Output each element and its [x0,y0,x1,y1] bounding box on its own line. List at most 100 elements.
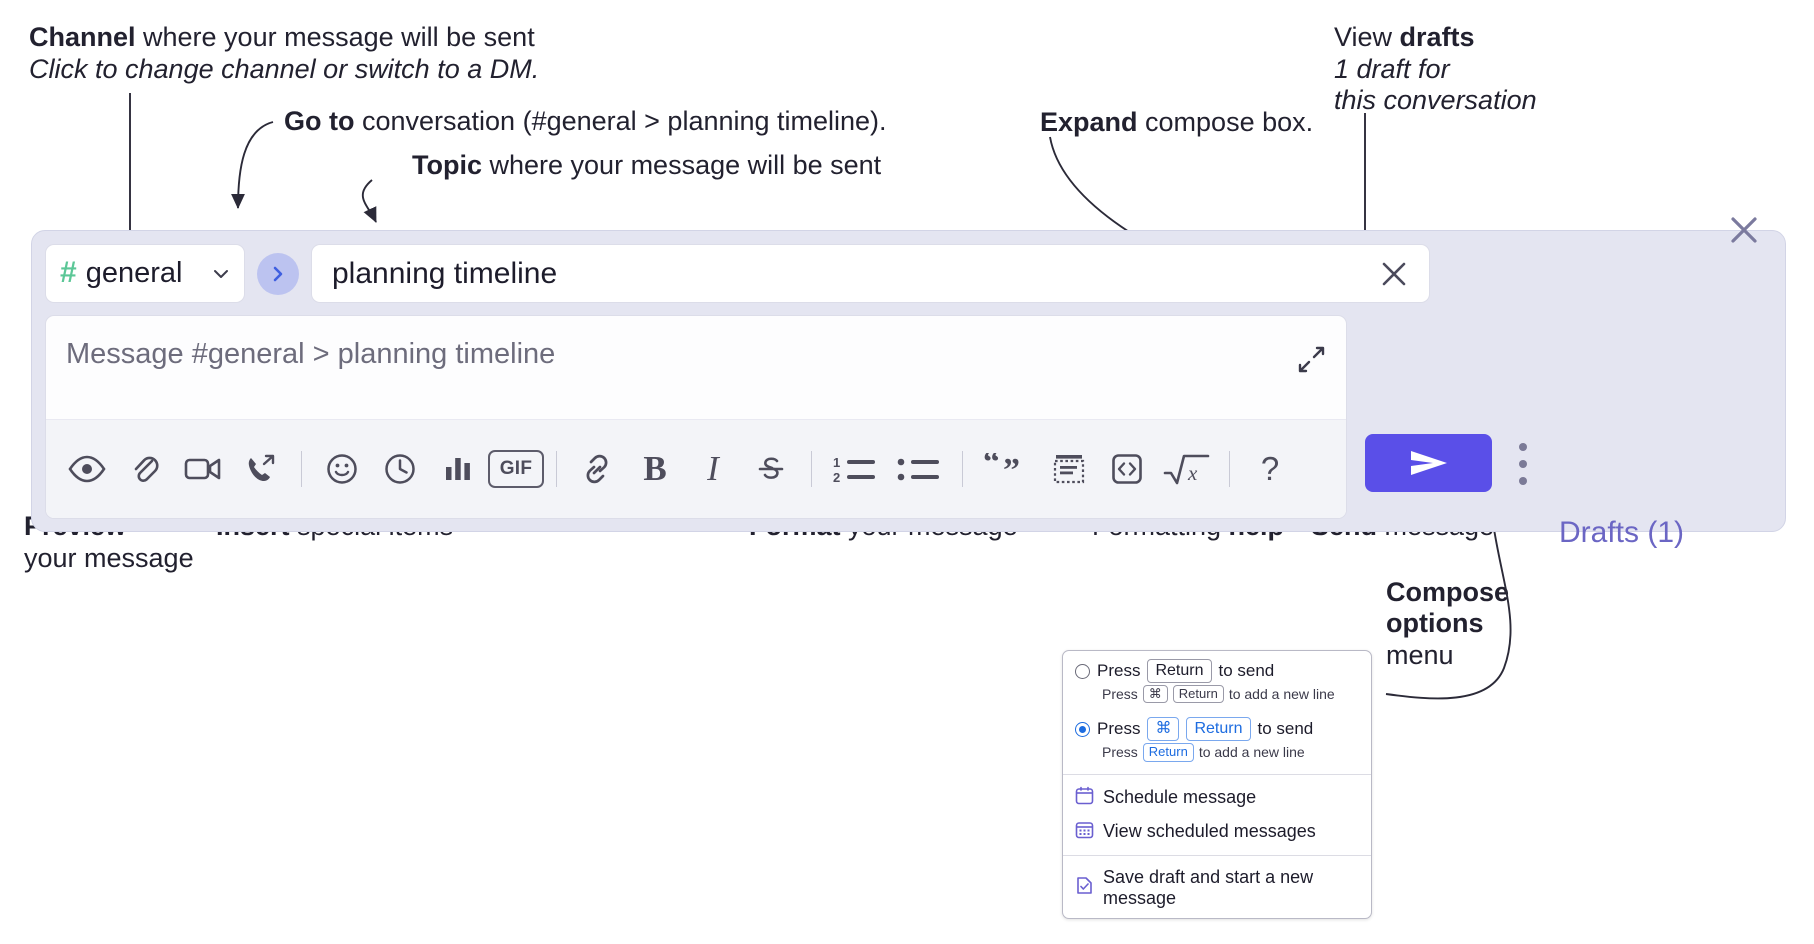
hint-pre: Press [1102,744,1138,761]
kebab-dot [1519,443,1527,451]
bold-label: B [643,449,667,488]
italic-icon[interactable]: I [684,438,742,500]
key-command: ⌘ [1142,685,1168,704]
gif-label: GIF [488,450,544,488]
annotation-compose-rest: menu [1386,639,1454,670]
key-return: Return [1147,659,1212,683]
radio-unselected-icon[interactable] [1075,663,1090,679]
menu-divider [1063,854,1371,856]
calendar-icon [1075,786,1094,810]
svg-text:”: ” [1003,453,1020,485]
annotation-compose-bold2: options [1386,608,1484,639]
menu-item-view-scheduled[interactable]: View scheduled messages [1063,815,1371,849]
help-icon[interactable]: ? [1241,438,1299,500]
key-command: ⌘ [1147,717,1180,742]
gif-icon[interactable]: GIF [487,438,545,500]
annotation-channel-bold: Channel [29,22,136,52]
option-pre: Press [1097,719,1141,739]
annotation-preview-sub: your message [24,542,194,573]
channel-name: general [85,257,183,289]
menu-item-schedule-message[interactable]: Schedule message [1063,781,1371,815]
expand-icon[interactable] [1296,344,1327,375]
message-input[interactable]: Message #general > planning timeline [46,316,1346,419]
strikethrough-icon[interactable] [742,438,800,500]
audio-call-icon[interactable] [232,438,290,500]
menu-divider [1063,773,1371,775]
code-block-icon[interactable] [1040,438,1098,500]
send-option-return-hint: Press ⌘ Return to add a new line [1063,685,1371,709]
annotation-expand-bold: Expand [1040,107,1138,137]
calendar-grid-icon [1075,820,1094,844]
toolbar-divider [962,451,963,487]
goto-conversation-button[interactable] [257,252,299,295]
topic-value: planning timeline [332,256,558,290]
italic-label: I [707,449,719,488]
annotation-compose-bold1: Compose [1386,577,1510,607]
hash-icon: # [60,255,77,289]
compose-box: # general planning timeline Message #gen… [31,217,1786,549]
menu-item-label: Save draft and start a new message [1103,866,1314,908]
link-icon[interactable] [568,438,626,500]
key-return: Return [1186,717,1251,742]
poll-icon[interactable] [429,438,487,500]
attachment-icon[interactable] [116,438,174,500]
topic-input[interactable]: planning timeline [311,244,1430,303]
annotation-goto-rest: conversation (#general > planning timeli… [354,106,887,136]
radio-selected-icon[interactable] [1075,721,1090,737]
toolbar-divider [811,451,812,487]
annotation-drafts-bold: drafts [1399,22,1475,52]
video-icon[interactable] [174,438,232,500]
svg-text:“: “ [983,453,1000,481]
send-option-return[interactable]: Press Return to send [1063,651,1371,685]
send-option-cmd-return[interactable]: Press ⌘ Return to send [1063,709,1371,743]
toolbar-divider [1229,451,1230,487]
inline-code-icon[interactable] [1098,438,1156,500]
message-box: Message #general > planning timeline [45,315,1347,519]
hint-pre: Press [1102,686,1138,703]
key-return: Return [1142,743,1194,762]
blockquote-icon[interactable]: “” [974,438,1040,500]
annotation-goto-bold: Go to [284,106,355,136]
chevron-down-icon [212,265,230,283]
bulleted-list-icon[interactable] [887,438,951,500]
send-button[interactable] [1365,434,1492,492]
option-post: to send [1218,661,1275,680]
toolbar-divider [556,451,557,487]
annotation-drafts-sub1: 1 draft for [1334,53,1450,84]
close-icon[interactable] [1727,213,1761,247]
annotation-topic: Topic where your message will be sent [412,150,881,182]
annotation-drafts: View drafts 1 draft for this conversatio… [1334,22,1537,117]
preview-icon[interactable] [58,438,116,500]
send-option-cmd-return-hint: Press Return to add a new line [1063,743,1371,767]
menu-item-label: Schedule message [1103,787,1257,807]
emoji-icon[interactable] [313,438,371,500]
compose-options-menu: Press Return to send Press ⌘ Return to a… [1062,650,1372,919]
key-return: Return [1172,685,1224,704]
option-post: to send [1257,719,1314,739]
annotation-compose-options: Compose options menu [1386,577,1509,671]
svg-text:2: 2 [833,470,840,484]
hint-post: to add a new line [1228,686,1335,703]
channel-selector[interactable]: # general [45,244,245,303]
compose-options-button[interactable] [1510,443,1536,485]
annotation-channel-sub: Click to change channel or switch to a D… [29,53,540,84]
math-icon[interactable]: x [1156,438,1218,500]
clear-topic-icon[interactable] [1379,259,1409,289]
annotation-topic-bold: Topic [412,150,482,180]
option-pre: Press [1097,661,1141,680]
kebab-dot [1519,460,1527,468]
compose-header-row: # general planning timeline [45,244,1430,303]
bold-icon[interactable]: B [626,438,684,500]
save-draft-icon [1075,876,1094,900]
drafts-link[interactable]: Drafts (1) [1559,516,1685,549]
kebab-dot [1519,477,1527,485]
menu-item-save-draft[interactable]: Save draft and start a new message [1063,862,1371,918]
menu-item-label: View scheduled messages [1103,821,1316,841]
schedule-clock-icon[interactable] [371,438,429,500]
help-label: ? [1260,450,1280,487]
svg-text:x: x [1187,461,1198,485]
svg-text:1: 1 [833,455,840,470]
hint-post: to add a new line [1198,744,1305,761]
